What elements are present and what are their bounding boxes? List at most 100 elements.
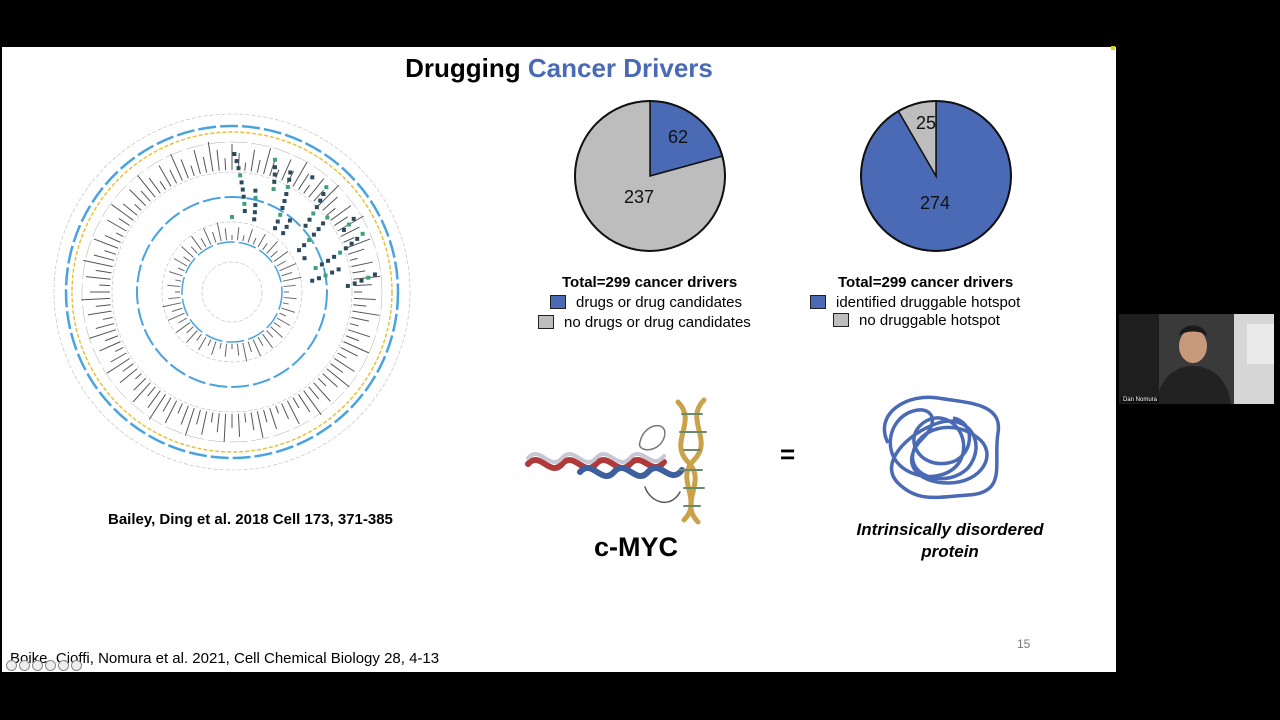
circos-bar [281,403,289,420]
circos-heat-cell [307,237,312,242]
circos-bar [193,149,201,175]
circos-bar [198,336,207,351]
circos-bar [313,382,331,402]
pen-tool-button[interactable] [6,660,17,671]
circos-heat-cell [366,275,371,280]
circos-bar [148,177,161,194]
circos-bar [104,250,117,255]
circos-bar [353,297,376,301]
circos-bar [122,203,138,216]
circos-heat-cell [345,283,350,288]
circos-bar [266,330,274,338]
circos-heat-cell [307,217,312,222]
circos-bar [292,161,308,187]
participant-video-image [1119,314,1274,404]
circos-bar [95,323,115,329]
participant-video-tile[interactable]: Dan Nomura [1119,314,1274,404]
circos-bar [190,165,195,177]
slides-tool-button[interactable] [32,660,43,671]
slide-annotation-toolbar [6,660,82,671]
circos-heat-cell [280,205,285,210]
circos-bar [266,241,278,254]
circos-bar [104,235,121,243]
circos-bar [352,310,380,316]
circos-heat-cell [310,278,315,283]
circos-heat-cell [360,231,365,236]
circos-bar [279,263,297,272]
circos-heat-cell [242,201,247,206]
circos-bar [281,307,295,313]
pie1-value-label-1: 62 [668,127,689,147]
idp-line-2: protein [921,542,979,561]
circos-bar [308,386,320,400]
circos-bar [262,243,268,251]
circos-bar [276,260,286,267]
circos-bar [181,246,194,258]
circos-bar [252,339,261,357]
circos-bar [283,296,297,300]
circos-bar [345,238,371,249]
pie-chart-drugs [574,100,726,252]
circos-bar [87,310,112,316]
circos-heat-cell [316,276,321,281]
circos-bar [330,363,344,373]
circos-bar [158,165,172,187]
circos-bar [173,258,188,267]
title-part-1: Drugging [405,53,521,83]
circos-bar [115,232,124,238]
idp-line-1: Intrinsically disordered [856,520,1044,539]
legend-swatch-gray [833,313,849,327]
circos-heat-cell [355,236,360,241]
circos-bar [216,413,220,433]
circos-heat-cell [311,211,316,216]
circos-bar [95,304,111,307]
circos-bar [183,256,191,262]
circos-bar [269,407,277,430]
circos-bar [133,377,147,391]
circos-heat-cell [343,246,348,251]
circos-bar [137,175,156,198]
circos-bar [186,330,198,343]
circos-bar [250,149,256,172]
circos-bar [303,390,322,416]
participant-name-label: Dan Nomura [1121,397,1160,403]
circos-bar [247,341,252,353]
circos-heat-cell [253,188,258,193]
circos-heat-cell [253,195,258,200]
circos-bar [343,341,370,354]
circos-ring [64,124,400,460]
circos-heat-cell [296,248,301,253]
circos-heat-cell [253,203,258,208]
circos-bar [178,317,188,324]
circos-bar [247,229,253,243]
circos-bar [303,184,310,194]
circos-heat-cell [323,273,328,278]
circos-bar [351,316,370,322]
circos-heat-cell [287,218,292,223]
circos-ring [111,171,353,413]
legend-swatch-blue [550,295,566,309]
zoom-tool-button[interactable] [45,660,56,671]
circos-bar [162,397,172,412]
circos-bar [170,153,183,181]
circos-bar [191,235,202,251]
circos-bar [317,377,327,387]
circos-ring [136,196,328,388]
circos-bar [210,412,214,423]
circos-bar [85,276,111,280]
circos-bar [147,386,156,397]
laser-tool-button[interactable] [19,660,30,671]
pie-outline [574,100,726,252]
circos-heat-cell [234,159,239,164]
circos-bar [317,184,340,207]
circos-bar [216,222,222,242]
circos-heat-cell [236,166,241,171]
circos-bar [298,394,311,413]
idp-caption: Intrinsically disordered protein [830,519,1070,563]
prev-tool-button[interactable] [58,660,69,671]
circos-bar [171,307,183,312]
circos-bar [135,373,142,380]
next-tool-button[interactable] [71,660,82,671]
cmyc-protein-structure-image [525,397,707,525]
circos-bar [212,231,217,243]
